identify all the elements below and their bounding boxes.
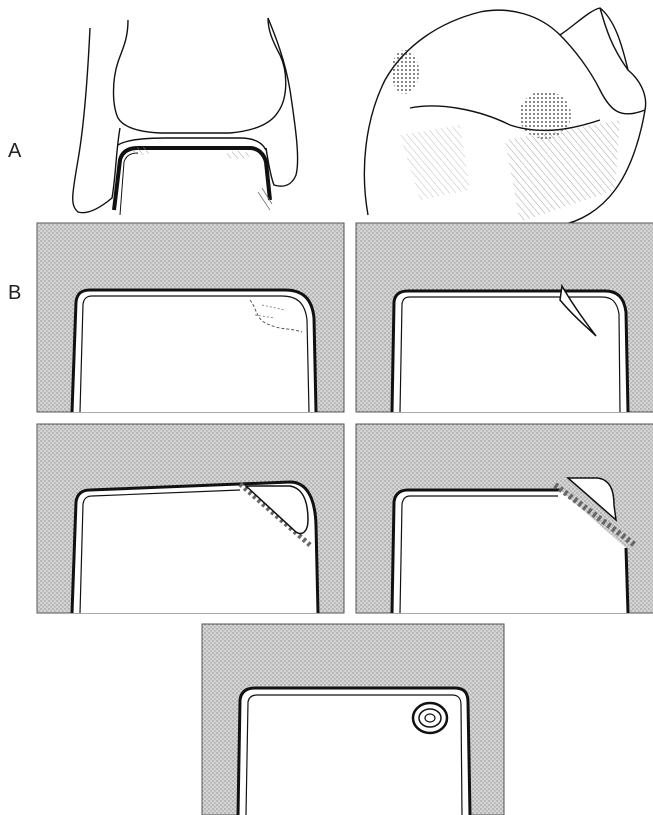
panel-b-stage-1	[37, 223, 344, 412]
panel-b-stage-4	[202, 624, 504, 815]
panel-b-stage-2	[356, 223, 653, 412]
panel-b-stage-3b	[356, 424, 653, 613]
panel-a-talus-perspective	[364, 8, 645, 225]
panel-b-stage-3	[37, 424, 344, 613]
panel-a-ankle-front	[73, 18, 298, 215]
